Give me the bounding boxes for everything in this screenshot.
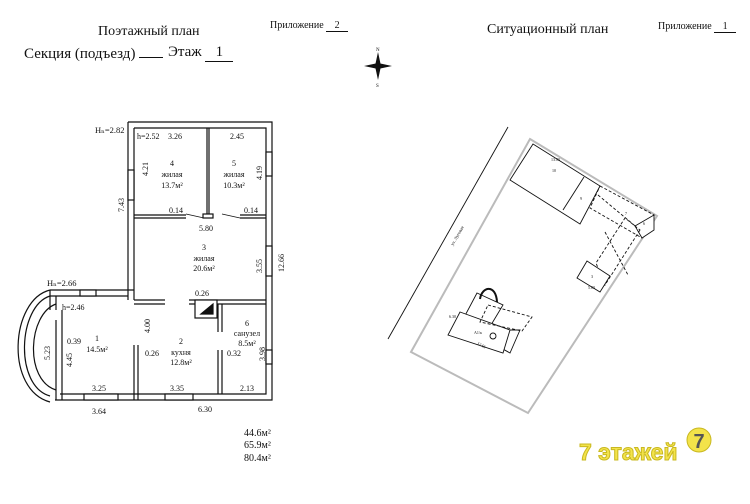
appendix-label: Приложение bbox=[658, 21, 712, 32]
building-label: 9 bbox=[580, 196, 582, 201]
height-upper-inner: h=2.52 bbox=[137, 132, 160, 141]
building-label: 7 bbox=[625, 211, 627, 216]
room-2-name: кухня bbox=[171, 348, 191, 357]
appendix-number: 2 bbox=[326, 20, 349, 32]
dim-label: 2.45 bbox=[230, 132, 244, 141]
room-4-name: жилая bbox=[160, 170, 182, 179]
room-5-area: 10.3м² bbox=[223, 181, 245, 190]
watermark-badge-text: 7 bbox=[693, 431, 704, 453]
dim-label: 5.23 bbox=[43, 346, 52, 360]
dim-label: 4.21 bbox=[141, 162, 150, 176]
floor-plan bbox=[17, 121, 273, 403]
room-6-name: санузел bbox=[234, 329, 260, 338]
house-main bbox=[447, 311, 511, 354]
dim-label: 0.39 bbox=[67, 337, 81, 346]
room-5-name: жилая bbox=[222, 170, 244, 179]
house-label: А1/к bbox=[474, 330, 482, 335]
street-line bbox=[387, 126, 509, 340]
dim-label: 4.45 bbox=[65, 353, 74, 367]
room-1-area: 14.5м² bbox=[86, 345, 108, 354]
floor-plan-labels: Hₙ=2.82 h=2.52 Hₙ=2.66 h=2.46 4 жилая 13… bbox=[43, 125, 286, 464]
dim-label: 4.19 bbox=[255, 166, 264, 180]
room-4-number: 4 bbox=[170, 159, 174, 168]
room-3-name: жилая bbox=[192, 254, 214, 263]
building-label: 10 bbox=[552, 168, 556, 173]
dim-label: 3.55 bbox=[255, 259, 264, 273]
lot-boundary bbox=[409, 137, 659, 415]
appendix-label: Приложение bbox=[270, 20, 324, 31]
room-3-area: 20.6м² bbox=[193, 264, 215, 273]
compass-icon: N S bbox=[364, 48, 392, 89]
room-1-number: 1 bbox=[95, 334, 99, 343]
dim-label: 4.00 bbox=[143, 319, 152, 333]
floor-plan-appendix: Приложение 2 bbox=[270, 20, 349, 32]
dim-label: 7.43 bbox=[117, 198, 126, 212]
room-3-number: 3 bbox=[202, 243, 206, 252]
dim-label: 0.14 bbox=[244, 206, 258, 215]
room-2-area: 12.8м² bbox=[170, 358, 192, 367]
dim-label: 6.30 bbox=[198, 405, 212, 414]
dim-label: 2.13 bbox=[240, 384, 254, 393]
room-6-number: 6 bbox=[245, 319, 249, 328]
dim-label: 0.32 bbox=[227, 349, 241, 358]
height-upper-outer: Hₙ=2.82 bbox=[95, 125, 124, 135]
floor-line: Этаж 1 bbox=[168, 44, 234, 62]
dim-label: 3.26 bbox=[168, 132, 182, 141]
dim-label: 6.30 bbox=[449, 314, 456, 319]
dim-label: 13.80 bbox=[551, 157, 560, 162]
dim-label: 0.26 bbox=[145, 349, 159, 358]
dim-label: 3.64 bbox=[92, 407, 106, 416]
site-plan-title: Ситуационный план bbox=[487, 22, 609, 37]
floor-value: 1 bbox=[205, 44, 234, 62]
room-2-number: 2 bbox=[179, 337, 183, 346]
outbuilding-3 bbox=[576, 260, 611, 293]
dim-label: 3.25 bbox=[92, 384, 106, 393]
compass-north: N bbox=[376, 48, 380, 53]
dim-label: 3.35 bbox=[170, 384, 184, 393]
total-area-general: 65.9м² bbox=[244, 440, 271, 451]
room-6-area: 8.5м² bbox=[238, 339, 256, 348]
watermark-logo: 7 этажей bbox=[579, 439, 679, 466]
floor-label: Этаж bbox=[168, 44, 202, 60]
room-4-area: 13.7м² bbox=[161, 181, 183, 190]
section-line: Секция (подъезд) bbox=[24, 46, 164, 63]
site-plan-appendix: Приложение 1 bbox=[658, 21, 737, 33]
dim-label: 12.66 bbox=[477, 341, 487, 350]
total-area-living: 44.6м² bbox=[244, 428, 271, 439]
height-lower-outer: Hₙ=2.66 bbox=[47, 278, 76, 288]
appendix-number: 1 bbox=[714, 21, 737, 33]
height-lower-inner: h=2.46 bbox=[62, 303, 85, 312]
dim-label: 12.66 bbox=[277, 254, 286, 272]
dim-label: 3.98 bbox=[258, 347, 267, 361]
building-label: 6 bbox=[643, 221, 645, 226]
building-label: 3 bbox=[591, 274, 593, 279]
section-label: Секция (подъезд) bbox=[24, 46, 136, 62]
site-plan: 10 9 7 6 3 А1/к 13.80 12.66 6.30 5.00 ул… bbox=[387, 126, 659, 415]
total-area-full: 80.4м² bbox=[244, 453, 271, 464]
dim-label: 5.00 bbox=[588, 285, 595, 290]
watermark-badge-icon: 7 bbox=[686, 427, 712, 453]
dim-label: 0.14 bbox=[169, 206, 183, 215]
street-label: ул. Луговая bbox=[450, 225, 465, 246]
room-5-number: 5 bbox=[232, 159, 236, 168]
dim-label: 5.80 bbox=[199, 224, 213, 233]
compass-south: S bbox=[376, 84, 379, 89]
dim-label: 0.26 bbox=[195, 289, 209, 298]
outbuilding-10 bbox=[509, 143, 601, 225]
floor-plan-title: Поэтажный план bbox=[98, 24, 200, 39]
section-value bbox=[139, 57, 164, 58]
